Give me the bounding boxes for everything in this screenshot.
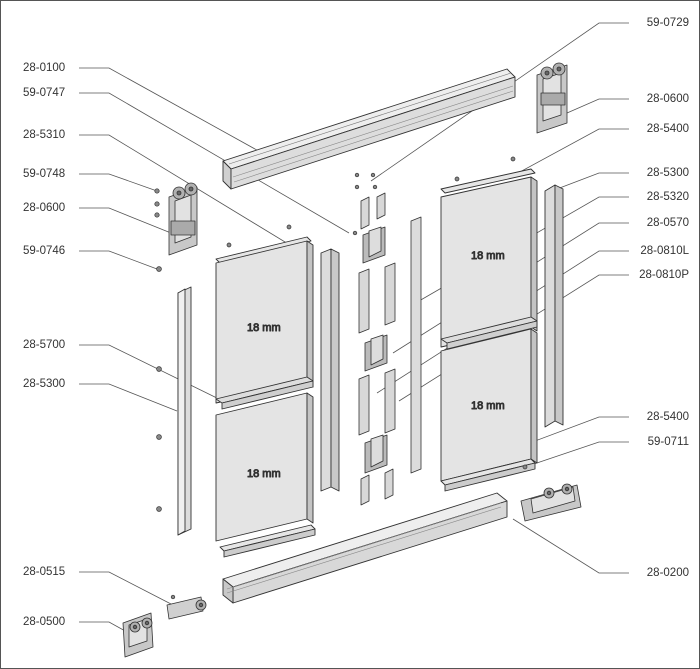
leader-28-0600a xyxy=(79,207,172,234)
handle-upper-left xyxy=(358,268,370,334)
left-upper-panel-thickness: 18 mm xyxy=(247,322,281,334)
part-label-28-5400-top: 28-5400 xyxy=(646,123,689,135)
part-label-59-0747: 59-0747 xyxy=(23,87,66,99)
leader-59-0746 xyxy=(79,250,158,270)
leader-28-0600b xyxy=(566,98,629,114)
screw-top-right-1 xyxy=(454,176,460,182)
leader-59-0729 xyxy=(370,22,629,182)
left-top-profile xyxy=(215,236,312,264)
right-top-profile xyxy=(440,168,536,194)
leader-28-5300b xyxy=(556,172,629,190)
leader-28-5400a xyxy=(506,128,629,180)
part-label-28-0515: 28-0515 xyxy=(23,566,66,578)
part-label-28-0600-right: 28-0600 xyxy=(646,93,689,105)
leader-28-0200 xyxy=(512,518,629,574)
screw-center-4 xyxy=(372,184,378,190)
part-label-59-0746: 59-0746 xyxy=(23,245,66,257)
center-profiles xyxy=(358,192,422,506)
screw-center-2 xyxy=(370,172,376,178)
screws xyxy=(154,156,528,600)
leader-28-0515 xyxy=(79,571,172,605)
leader-28-5700 xyxy=(79,344,224,402)
part-label-59-0748: 59-0748 xyxy=(23,168,66,180)
part-label-59-0711: 59-0711 xyxy=(647,436,689,448)
left-inner-profile xyxy=(320,248,332,492)
screw-59-0711 xyxy=(522,464,528,470)
part-label-28-0100: 28-0100 xyxy=(23,62,66,74)
guide-28-0515 xyxy=(166,596,207,620)
screw-top-left-mid xyxy=(286,224,292,230)
part-label-28-5300-right: 28-5300 xyxy=(646,167,689,179)
screw-59-0748-2 xyxy=(154,201,160,207)
right-side-profile xyxy=(544,184,556,428)
screw-59-0747 xyxy=(352,230,358,236)
part-label-28-0600-left: 28-0600 xyxy=(23,202,66,214)
screw-59-0746-2 xyxy=(156,366,162,372)
screw-top-left-door xyxy=(226,242,232,248)
part-label-28-0500: 28-0500 xyxy=(23,616,66,628)
right-door: 18 mm 18 mm xyxy=(440,168,564,492)
leader-59-0748 xyxy=(79,173,158,192)
left-lower-panel-face xyxy=(215,392,308,542)
handle-upper-right xyxy=(384,262,396,326)
screw-center-1 xyxy=(354,172,360,178)
bottom-rail-front-face xyxy=(222,578,234,604)
leader-59-0711 xyxy=(524,441,629,468)
part-label-28-5320: 28-5320 xyxy=(646,191,689,203)
part-label-59-0729: 59-0729 xyxy=(646,17,689,29)
bottom-rail xyxy=(222,492,508,604)
part-label-28-0570: 28-0570 xyxy=(646,217,689,229)
right-lower-panel-thickness: 18 mm xyxy=(471,400,505,412)
screw-center-3 xyxy=(354,184,360,190)
leader-28-0100 xyxy=(79,67,274,160)
screw-top-right-2 xyxy=(510,156,516,162)
part-label-28-0810P: 28-0810P xyxy=(639,269,689,281)
part-label-28-5300-left: 28-5300 xyxy=(23,378,66,390)
upper-bar-1 xyxy=(360,196,370,230)
roller-28-0500 xyxy=(122,612,154,658)
center-tall-profile xyxy=(410,216,422,474)
right-upper-panel-thickness: 18 mm xyxy=(471,250,505,262)
roller-top-left xyxy=(168,182,198,256)
screw-59-0746-3 xyxy=(156,434,162,440)
left-door: 18 mm 18 mm xyxy=(177,236,340,558)
roller-top-right xyxy=(536,62,568,134)
leader-28-5300a xyxy=(79,383,178,412)
upper-bar-2 xyxy=(376,192,386,220)
screw-59-0746-1 xyxy=(156,266,162,272)
screw-28-0515 xyxy=(170,594,176,600)
part-label-28-5310: 28-5310 xyxy=(23,129,66,141)
left-lower-panel-thickness: 18 mm xyxy=(247,468,281,480)
top-rail xyxy=(222,68,516,190)
part-label-28-0810L: 28-0810L xyxy=(640,245,689,257)
bottom-bar-2 xyxy=(384,468,394,500)
handle-lower-right xyxy=(384,368,396,434)
leader-lines xyxy=(79,22,629,633)
leader-28-0500 xyxy=(79,621,128,633)
part-label-28-5400-bottom: 28-5400 xyxy=(646,411,689,423)
guide-bottom-right xyxy=(520,483,582,522)
part-label-28-5700: 28-5700 xyxy=(23,339,66,351)
part-label-28-0200: 28-0200 xyxy=(646,567,689,579)
screw-59-0746-4 xyxy=(156,506,162,512)
top-rail-long-side xyxy=(230,76,516,190)
screw-59-0748-1 xyxy=(154,188,160,194)
handle-lower-left xyxy=(358,374,370,436)
leader-28-5310 xyxy=(79,134,314,260)
bottom-bar-1 xyxy=(360,474,370,506)
screw-59-0748-3 xyxy=(154,212,160,218)
leader-59-0747 xyxy=(79,92,350,234)
